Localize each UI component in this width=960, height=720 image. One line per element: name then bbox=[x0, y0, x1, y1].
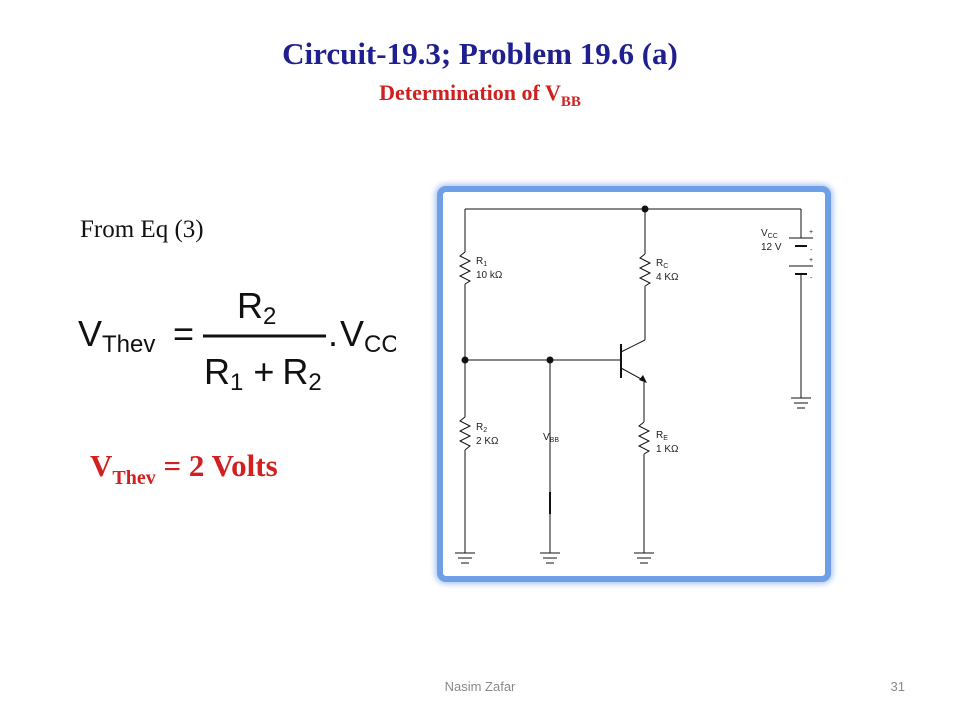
r2-value: 2 KΩ bbox=[476, 436, 499, 447]
battery-plus-2: + bbox=[809, 257, 813, 264]
battery-minus-1: - bbox=[810, 247, 813, 254]
r1-value: 10 kΩ bbox=[476, 270, 503, 281]
re-value: 1 KΩ bbox=[656, 444, 679, 455]
rc-resistor bbox=[638, 253, 652, 287]
emitter-arrow bbox=[639, 375, 647, 383]
result-tail: = 2 Volts bbox=[155, 448, 278, 483]
footer-author: Nasim Zafar bbox=[444, 679, 516, 694]
result-main: V bbox=[90, 448, 113, 483]
junction-dot-vbb bbox=[546, 356, 554, 364]
vbb-label: VBB bbox=[543, 432, 559, 444]
formula-equals: = bbox=[173, 313, 194, 354]
formula-lhs: VThev bbox=[78, 313, 155, 358]
ground-symbol-left bbox=[455, 552, 475, 564]
formula-vcc: VCC bbox=[340, 313, 396, 358]
slide-title: Circuit-19.3; Problem 19.6 (a) bbox=[282, 36, 678, 71]
result-statement: VThev = 2 Volts bbox=[90, 448, 278, 490]
ground-symbol-vcc bbox=[791, 397, 811, 409]
formula-dot: . bbox=[328, 313, 338, 354]
formula-denominator: R1+R2 bbox=[204, 351, 322, 396]
rc-label: RC bbox=[656, 258, 668, 270]
rc-value: 4 KΩ bbox=[656, 272, 679, 283]
r1-label: R1 bbox=[476, 256, 487, 268]
ground-symbol-emitter bbox=[634, 552, 654, 564]
battery-plus-1: + bbox=[809, 229, 813, 236]
junction-dot-top bbox=[641, 205, 649, 213]
vcc-label: VCC bbox=[761, 228, 778, 240]
re-resistor bbox=[637, 421, 651, 455]
from-eq-label: From Eq (3) bbox=[80, 216, 204, 243]
subtitle-main: Determination of V bbox=[379, 80, 561, 105]
subtitle-subscript: BB bbox=[560, 94, 581, 110]
battery-minus-2: - bbox=[810, 275, 813, 282]
formula-numerator: R2 bbox=[237, 285, 276, 330]
page-number: 31 bbox=[890, 679, 905, 694]
junction-dot-left bbox=[461, 356, 469, 364]
re-label: RE bbox=[656, 430, 668, 442]
slide-subtitle: Determination of VBB bbox=[0, 80, 960, 111]
r2-label: R2 bbox=[476, 422, 487, 434]
circuit-diagram-frame: R1 10 kΩ R2 2 KΩ RC 4 KΩ RE 1 KΩ VBB VCC… bbox=[437, 186, 831, 582]
r2-resistor bbox=[458, 416, 472, 451]
ground-symbol-vbb bbox=[540, 552, 560, 564]
result-subscript: Thev bbox=[112, 467, 156, 489]
circuit-diagram: R1 10 kΩ R2 2 KΩ RC 4 KΩ RE 1 KΩ VBB VCC… bbox=[455, 205, 813, 564]
thevenin-formula: VThev = R2 R1+R2 . VCC bbox=[78, 285, 396, 396]
r1-resistor bbox=[458, 251, 472, 285]
vcc-value: 12 V bbox=[761, 242, 782, 253]
